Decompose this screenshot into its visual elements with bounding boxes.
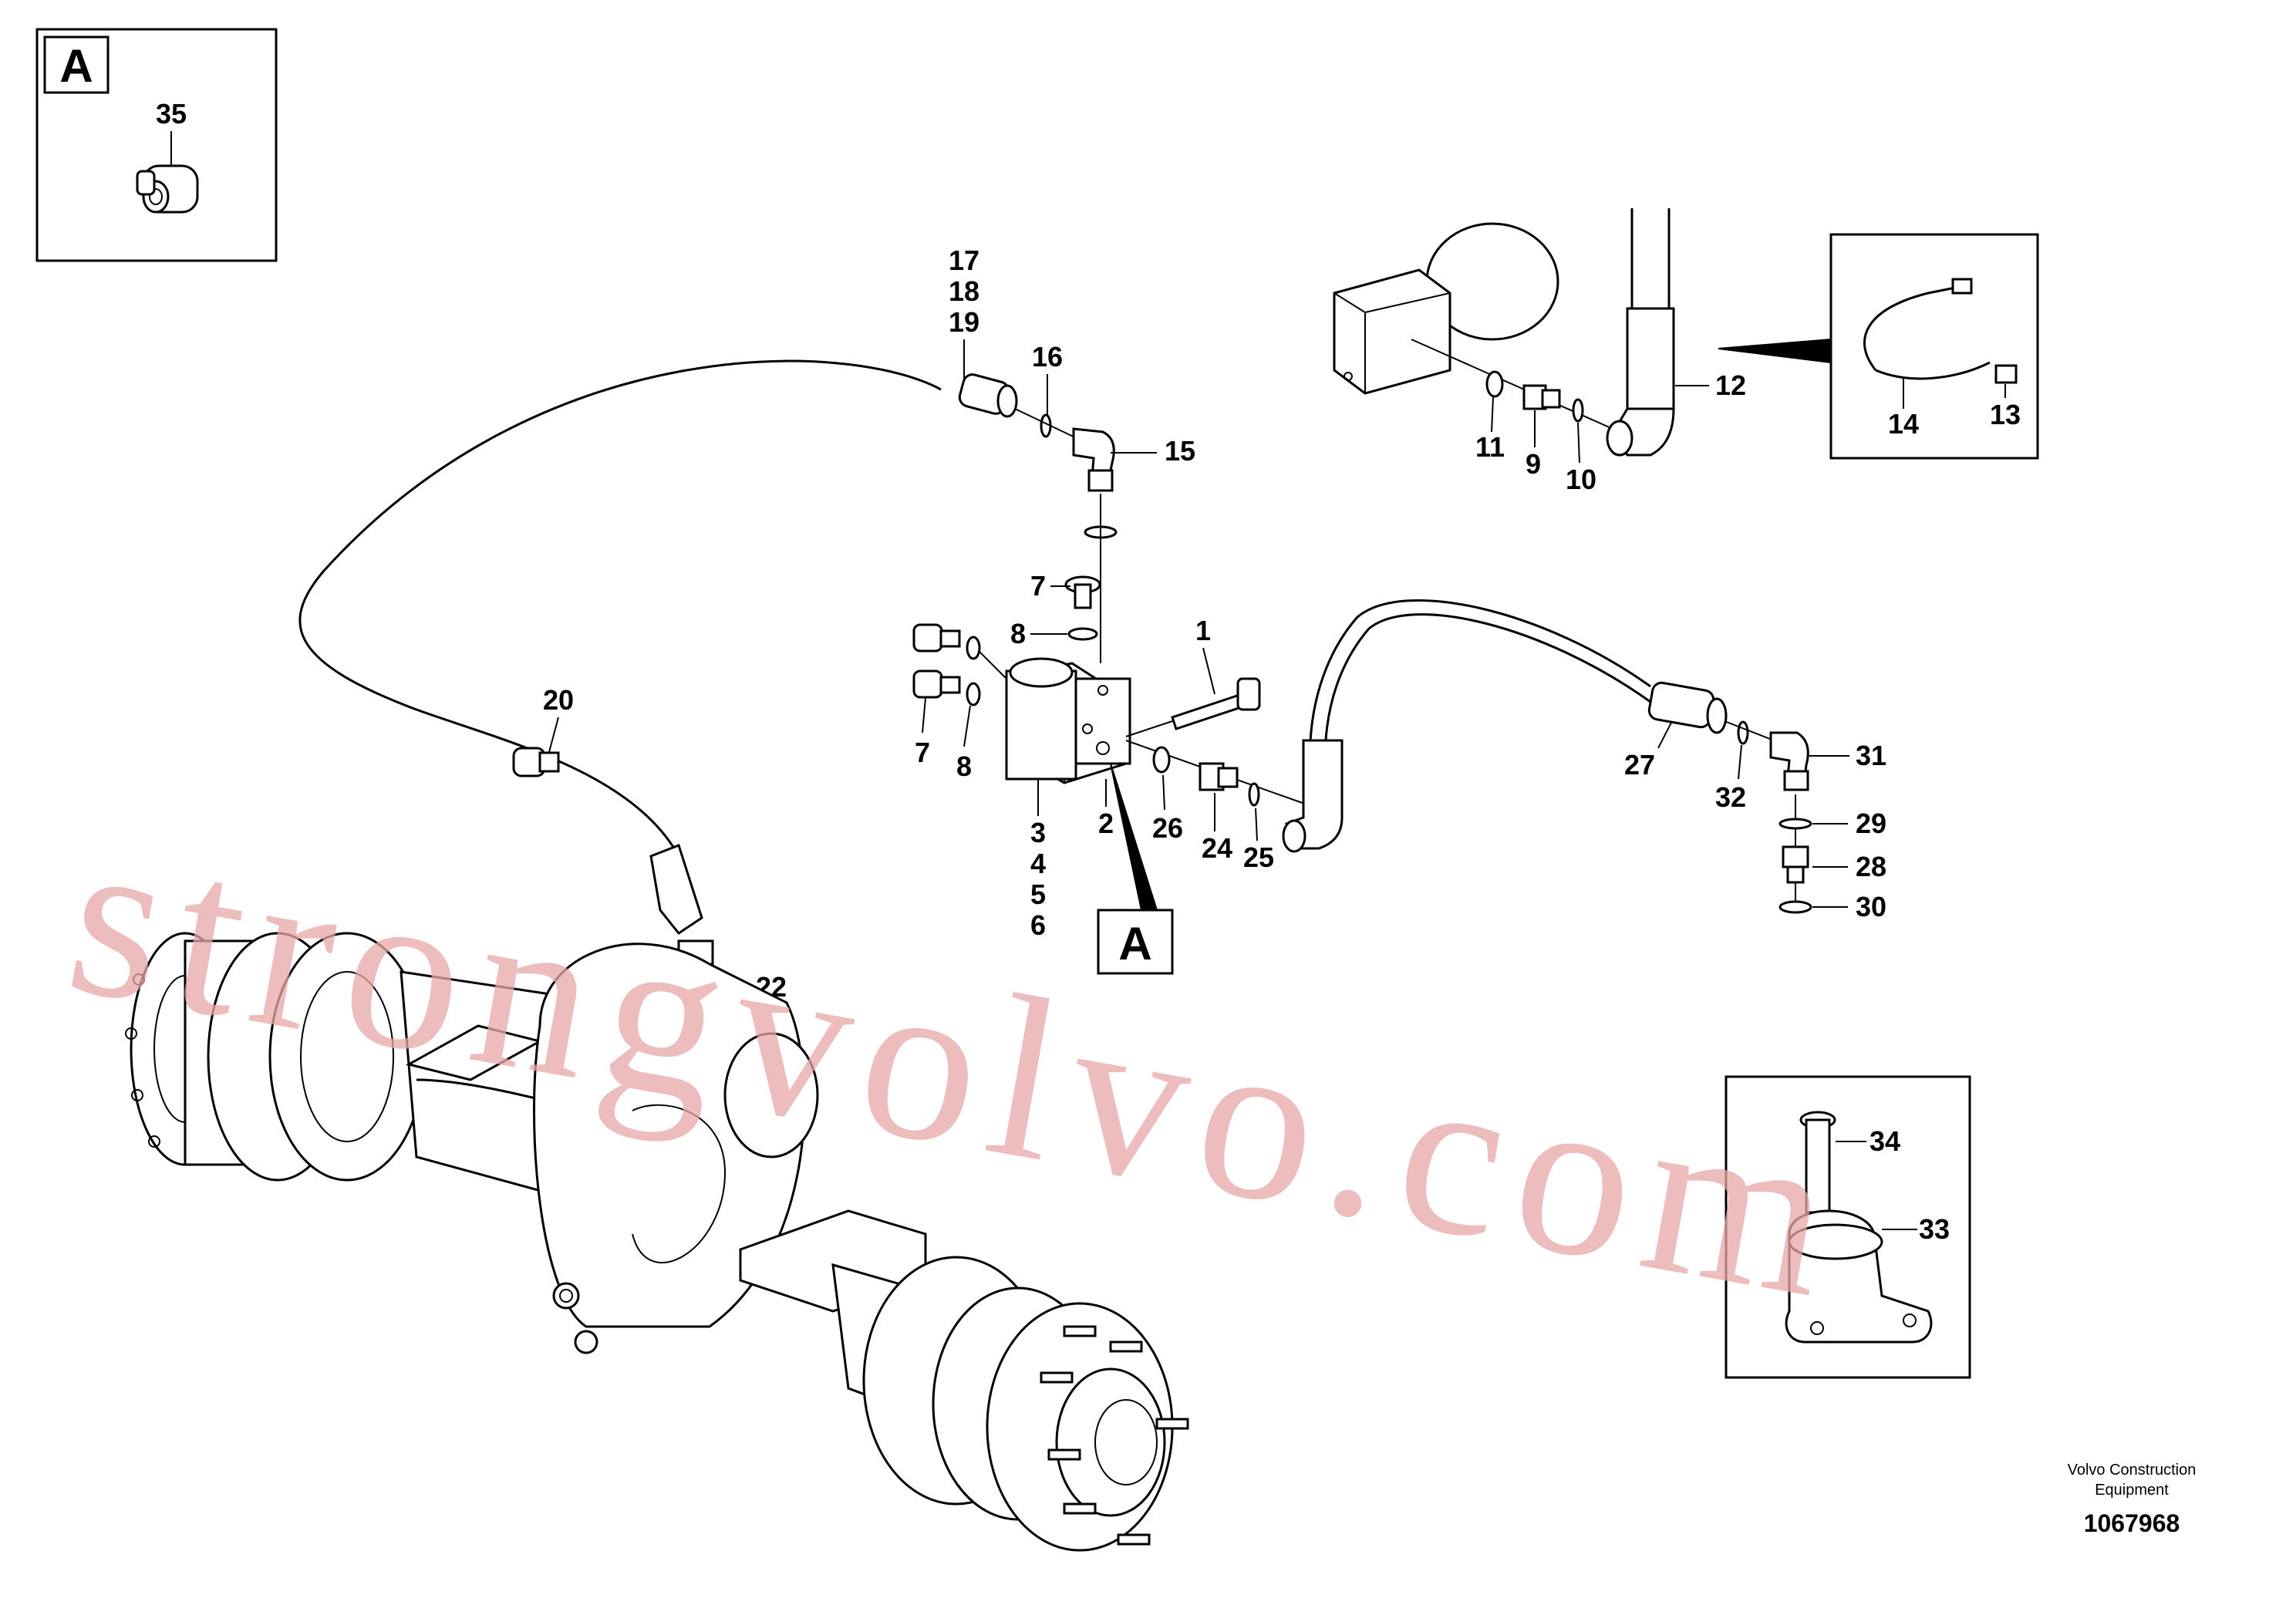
bolt-7-left [912,623,981,706]
label-16: 16 [1032,341,1063,373]
detail-box-clamp: 14 13 [1718,233,2039,460]
bolt-1 [1171,677,1261,730]
label-12: 12 [1715,369,1746,401]
label-19: 19 [949,306,979,338]
fitting-24 [1199,762,1239,791]
hose-elbow-right [1282,739,1344,853]
cable-tie-icon [1863,278,1991,380]
label-2: 2 [1098,808,1114,839]
label-27: 27 [1624,749,1655,781]
label-18: 18 [949,275,979,307]
hose-end-19 [958,373,1018,418]
bolt-7-top [1064,575,1101,609]
detail-marker-a-callout: A [1097,909,1174,975]
label-26: 26 [1152,812,1183,844]
axle-assembly [125,932,1189,1552]
label-34: 34 [1870,1125,1900,1157]
label-10: 10 [1566,464,1596,495]
washer-32 [1737,720,1749,745]
label-9: 9 [1526,448,1541,480]
label-8-left: 8 [956,750,972,782]
detail-box-a: A 35 [35,28,278,262]
label-32: 32 [1715,781,1746,813]
label-6: 6 [1030,909,1046,941]
detail-marker-a-text: A [59,40,93,92]
fitting-9 [1522,384,1561,410]
label-31: 31 [1856,740,1886,771]
washer-11 [1485,370,1504,398]
svg-text:A: A [1118,918,1151,969]
washer-29 [1778,818,1812,830]
elbow-31 [1769,731,1809,791]
clip-icon [1994,364,2018,384]
footer-company-line1: Volvo Construction [2068,1462,2197,1479]
washer-25 [1248,782,1260,807]
valve-block [1005,657,1131,784]
washer-30 [1778,900,1812,914]
label-29: 29 [1856,808,1886,839]
elbow-15 [1072,427,1115,492]
label-35: 35 [156,98,187,130]
label-25: 25 [1243,841,1274,873]
detail-box-breather: 34 33 [1725,1075,1971,1379]
label-28: 28 [1856,851,1886,882]
label-15: 15 [1165,435,1195,467]
hose-clamp-20 [512,747,560,777]
breather-icon [1785,1111,1933,1344]
label-11: 11 [1475,431,1505,463]
label-1: 1 [1195,615,1211,646]
hose-end-27 [1647,681,1728,734]
label-8-top: 8 [1010,618,1026,649]
footer-company-line2: Equipment [2095,1482,2169,1499]
label-7-left: 7 [915,737,930,768]
label-30: 30 [1856,891,1886,922]
fitting-28 [1782,845,1809,884]
hose-12 [1606,307,1675,457]
label-3: 3 [1030,817,1046,848]
washer-10 [1572,398,1584,423]
label-14: 14 [1888,408,1919,440]
wheel-studs [1040,1325,1189,1546]
fitting-icon [136,164,199,214]
sensor-assembly [1333,222,1559,395]
label-4: 4 [1030,848,1046,879]
label-33: 33 [1919,1213,1950,1245]
label-24: 24 [1202,832,1232,864]
washer-26 [1152,746,1171,774]
label-13: 13 [1990,399,2021,430]
label-20: 20 [543,684,574,716]
label-7-top: 7 [1030,570,1046,602]
label-17: 17 [949,244,979,276]
label-5: 5 [1030,878,1046,910]
drawing-number: 1067968 [2084,1509,2180,1537]
